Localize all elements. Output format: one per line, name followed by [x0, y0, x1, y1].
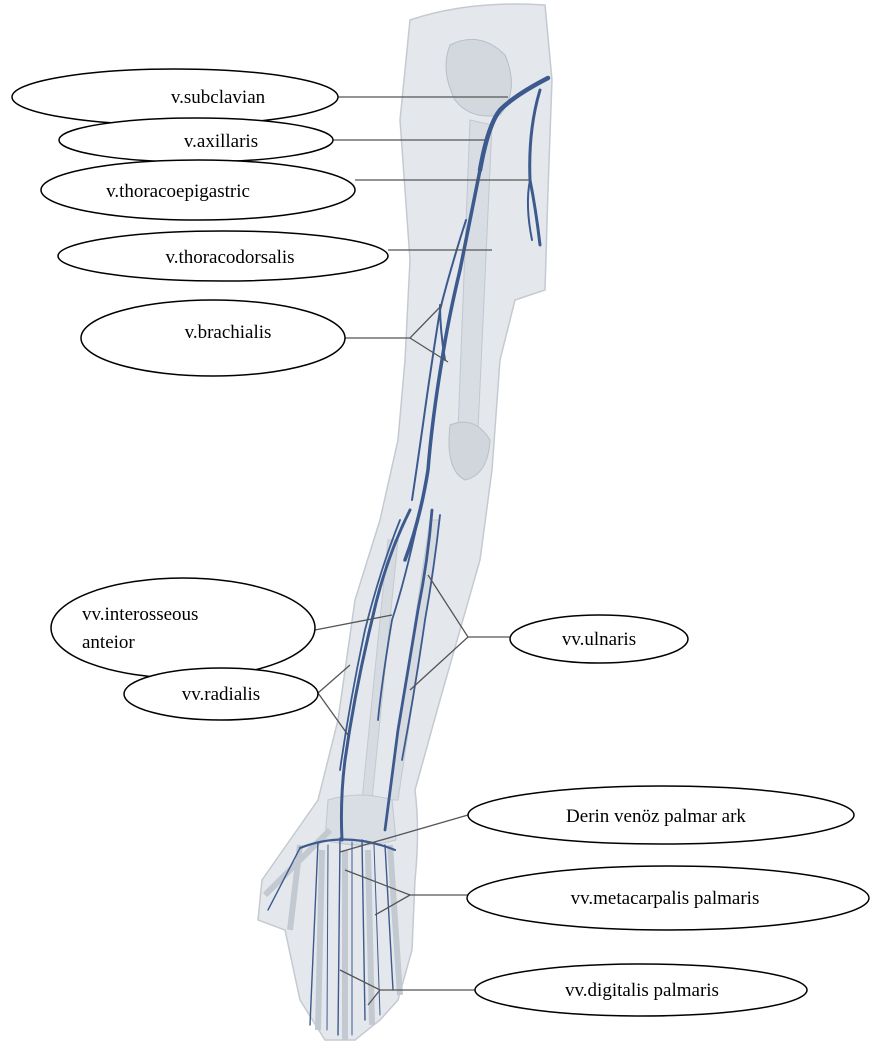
label-brachialis: v.brachialis	[185, 322, 272, 343]
label-axillaris: v.axillaris	[184, 131, 258, 152]
finger-bone-4	[368, 850, 372, 1025]
label-interosseous-line1: vv.interosseous	[82, 604, 198, 625]
label-digitalis: vv.digitalis palmaris	[565, 980, 719, 1001]
label-metacarpalis: vv.metacarpalis palmaris	[571, 888, 760, 909]
label-interosseous-line2: anteior	[82, 632, 135, 653]
label-radialis: vv.radialis	[182, 684, 260, 705]
label-thoracodorsalis: v.thoracodorsalis	[165, 247, 294, 268]
label-palmar-ark: Derin venöz palmar ark	[566, 806, 746, 827]
finger-bone-2	[318, 850, 322, 1030]
label-ellipse-interosseous	[51, 578, 315, 678]
label-subclavian: v.subclavian	[171, 87, 266, 108]
label-ulnaris: vv.ulnaris	[562, 629, 636, 650]
label-thoracoepigastric: v.thoracoepigastric	[106, 181, 250, 202]
